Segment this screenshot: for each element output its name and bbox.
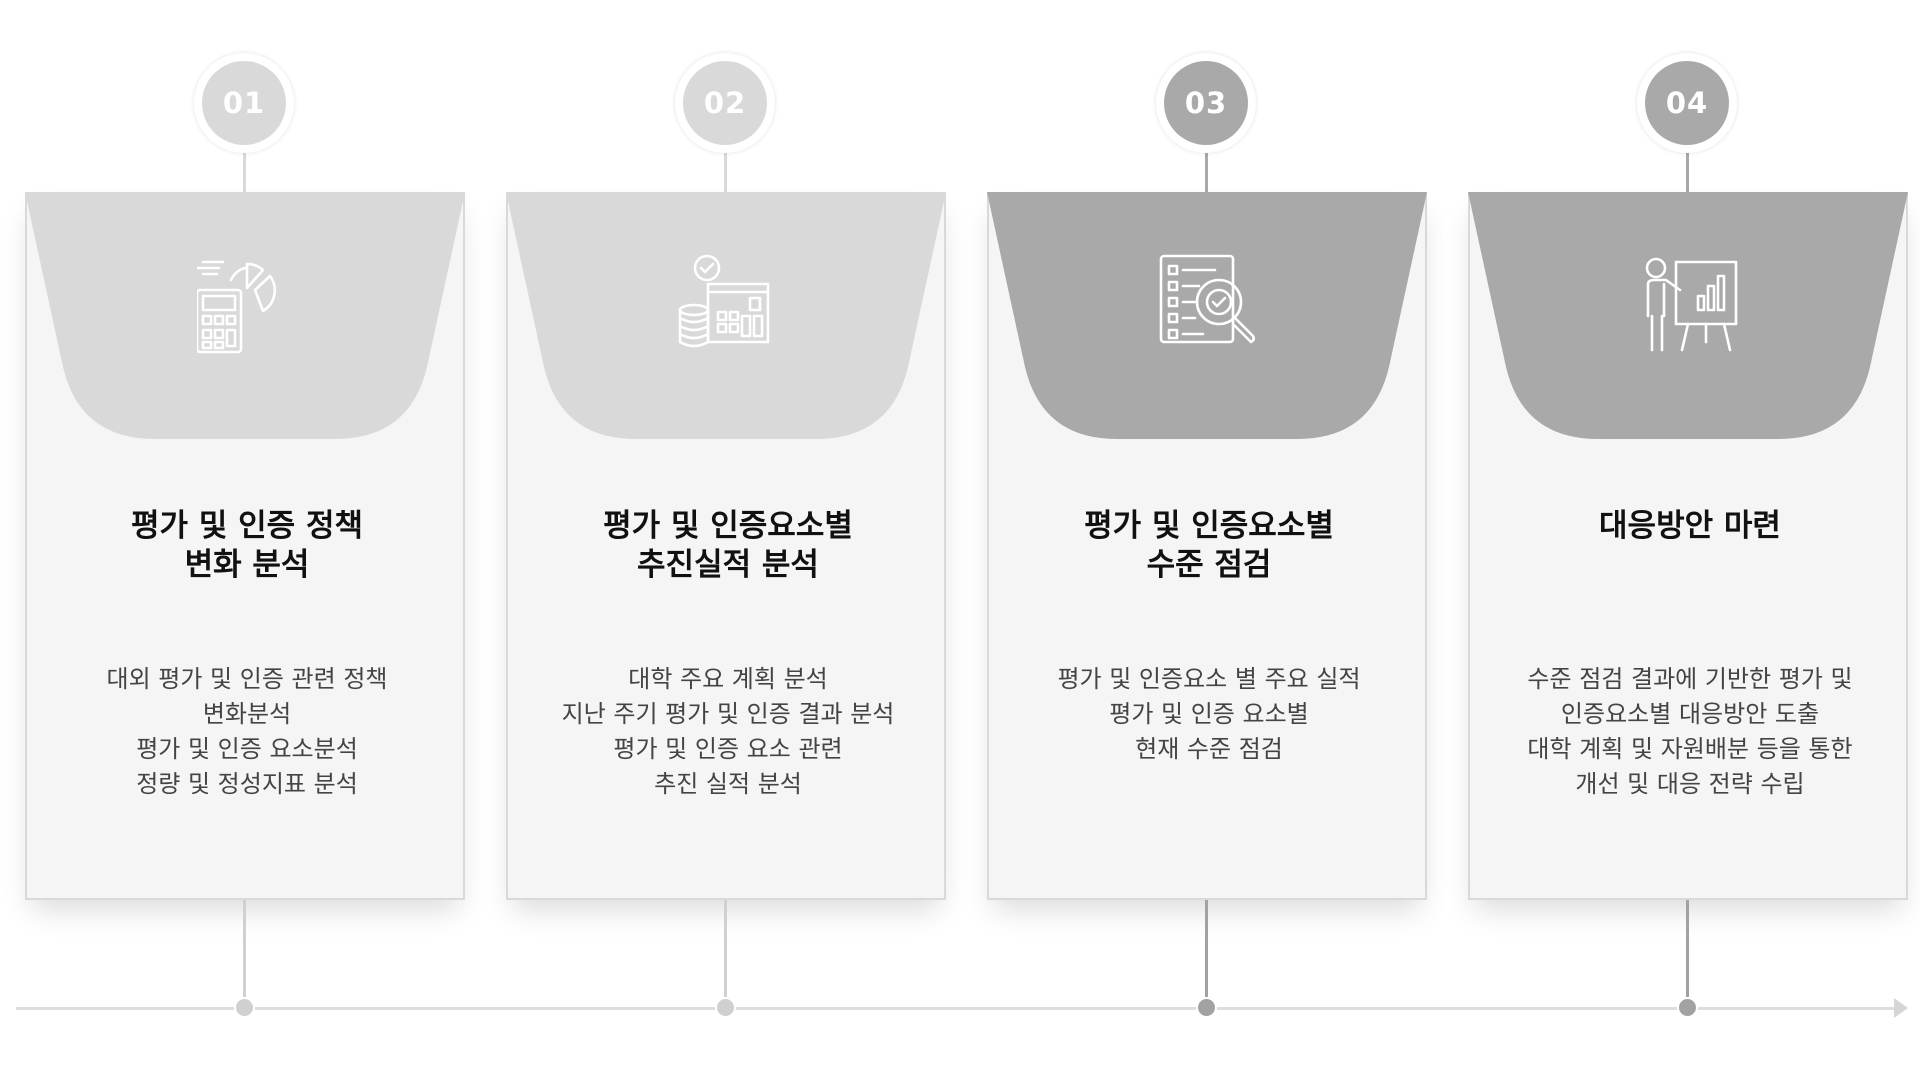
- timeline-line: [16, 1007, 1898, 1010]
- process-step-2: 02 평가 및 인증요소별 추진실적 분석 대학: [506, 0, 946, 1080]
- timeline-dot: [1196, 997, 1217, 1018]
- card-header-shape: [25, 192, 465, 439]
- step-number-badge: 01: [194, 53, 294, 153]
- step-number-badge: 02: [675, 53, 775, 153]
- step-title: 대응방안 마련: [1599, 508, 1781, 544]
- step-title: 평가 및 인증요소별 추진실적 분석: [603, 508, 853, 583]
- step-card: 평가 및 인증 정책 변화 분석 대외 평가 및 인증 관련 정책 변화분석 평…: [25, 192, 465, 900]
- step-title: 평가 및 인증 정책 변화 분석: [130, 508, 364, 583]
- process-step-3: 03 평가 및 인증요소별 수준 점검 평가 및 인증요소 별 주요 실적 평가…: [987, 0, 1427, 1080]
- card-header-shape: [1468, 192, 1908, 439]
- timeline-arrow-icon: [1894, 998, 1908, 1018]
- step-description: 수준 점검 결과에 기반한 평가 및 인증요소별 대응방안 도출 대학 계획 및…: [1527, 665, 1853, 798]
- step-number: 02: [683, 61, 767, 145]
- step-description: 평가 및 인증요소 별 주요 실적 평가 및 인증 요소별 현재 수준 점검: [1057, 665, 1361, 763]
- step-number-badge: 03: [1156, 53, 1256, 153]
- coins-checklist-icon: [678, 254, 770, 348]
- step-title: 평가 및 인증요소별 수준 점검: [1084, 508, 1334, 583]
- step-card: 대응방안 마련 수준 점검 결과에 기반한 평가 및 인증요소별 대응방안 도출…: [1468, 192, 1908, 900]
- connector-bottom: [1205, 900, 1208, 997]
- connector-bottom: [1686, 900, 1689, 997]
- connector-top: [724, 150, 727, 192]
- connector-top: [1205, 150, 1208, 192]
- step-card: 평가 및 인증요소별 추진실적 분석 대학 주요 계획 분석 지난 주기 평가 …: [506, 192, 946, 900]
- step-description: 대학 주요 계획 분석 지난 주기 평가 및 인증 결과 분석 평가 및 인증 …: [561, 665, 895, 798]
- presenter-board-icon: [1645, 257, 1738, 352]
- timeline-dot: [715, 997, 736, 1018]
- step-number: 01: [202, 61, 286, 145]
- calculator-pie-chart-icon: [197, 260, 277, 354]
- checklist-magnifier-icon: [1159, 254, 1255, 344]
- connector-top: [243, 150, 246, 192]
- connector-bottom: [724, 900, 727, 997]
- step-card: 평가 및 인증요소별 수준 점검 평가 및 인증요소 별 주요 실적 평가 및 …: [987, 192, 1427, 900]
- step-number: 04: [1645, 61, 1729, 145]
- process-step-4: 04 대응방안 마련 수준 점검 결과에 기반한: [1468, 0, 1908, 1080]
- timeline-dot: [234, 997, 255, 1018]
- step-number-badge: 04: [1637, 53, 1737, 153]
- step-description: 대외 평가 및 인증 관련 정책 변화분석 평가 및 인증 요소분석 정량 및 …: [106, 665, 388, 798]
- timeline-dot: [1677, 997, 1698, 1018]
- card-header-shape: [987, 192, 1427, 439]
- step-number: 03: [1164, 61, 1248, 145]
- process-step-1: 01 평가 및 인증 정책 변화 분석 대외 평가 및 인증 관련 정책 변화분…: [25, 0, 465, 1080]
- connector-bottom: [243, 900, 246, 997]
- connector-top: [1686, 150, 1689, 192]
